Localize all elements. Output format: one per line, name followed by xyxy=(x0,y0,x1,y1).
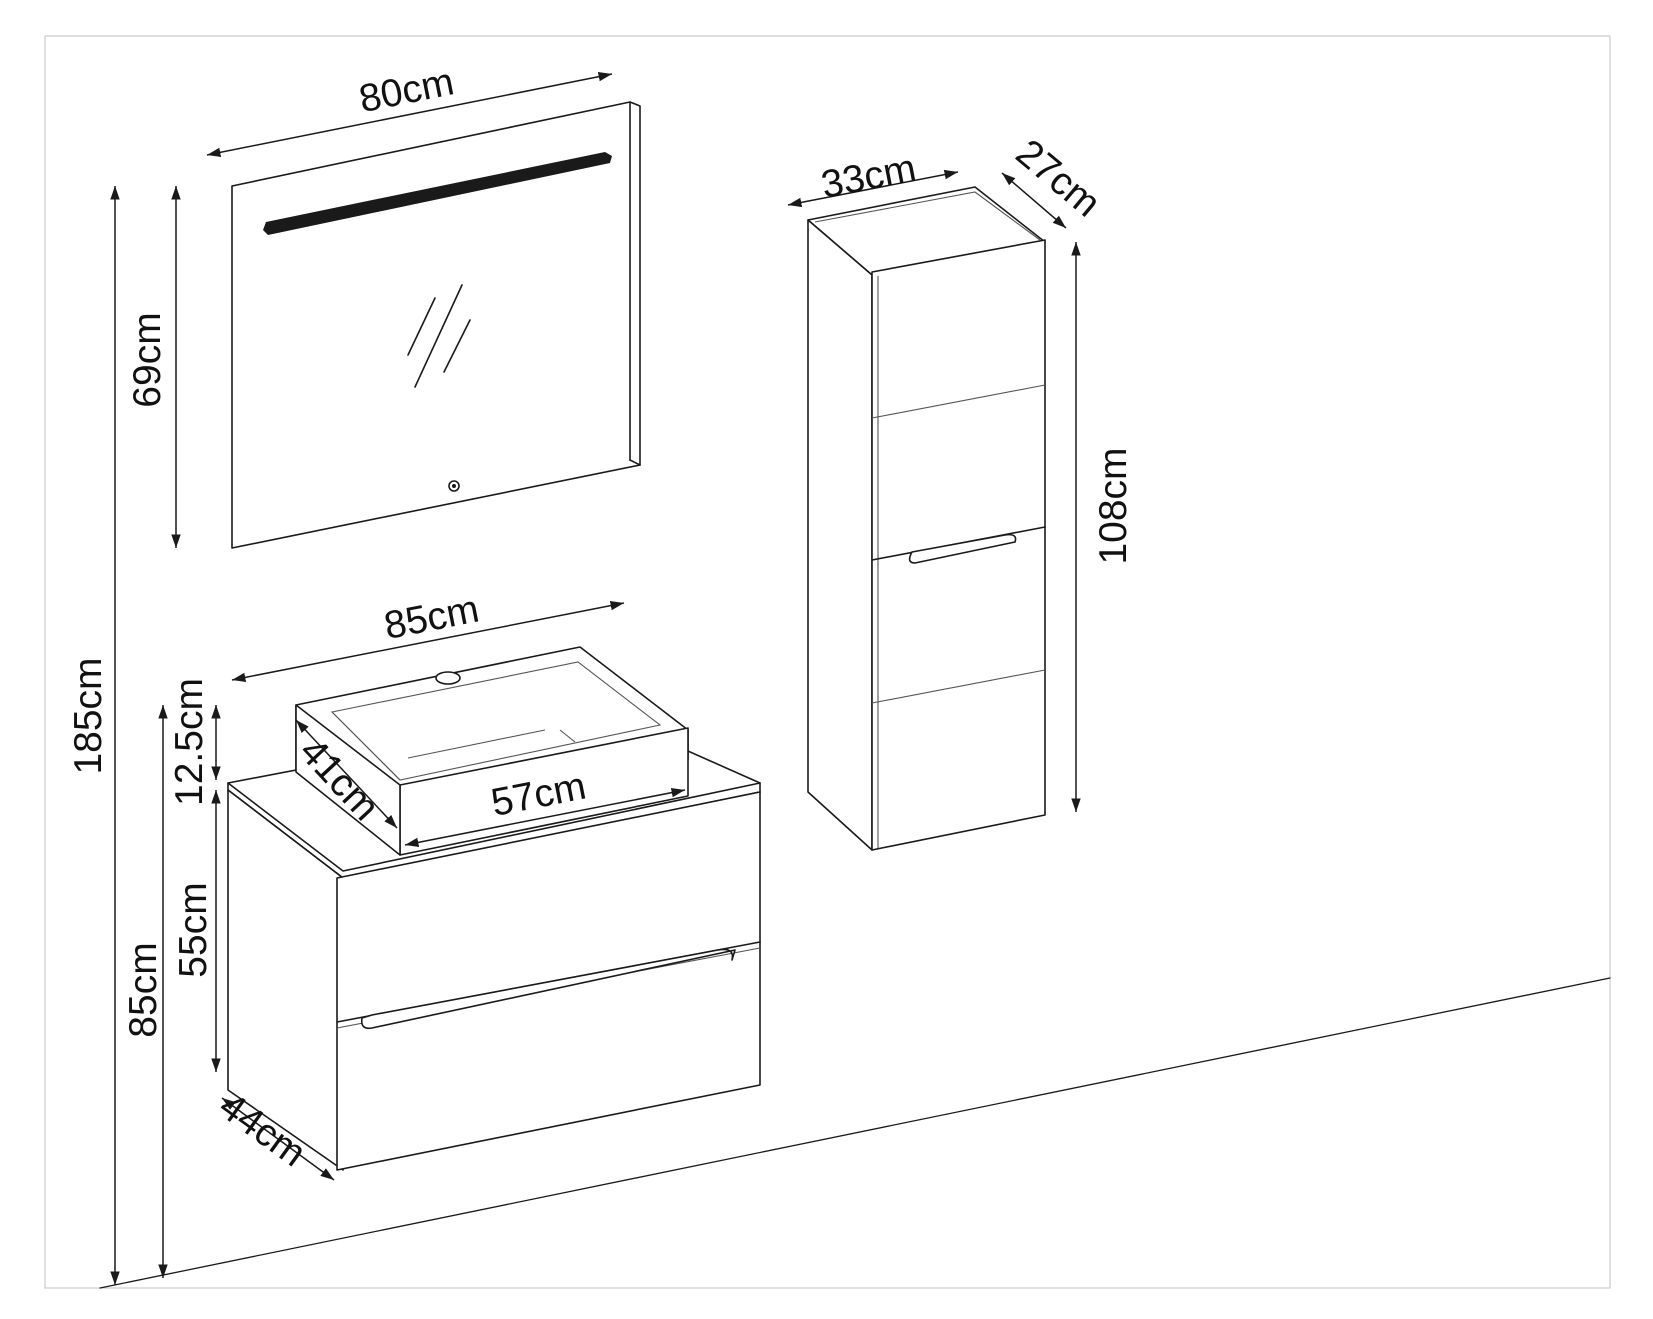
tall-column-cabinet xyxy=(807,186,1046,851)
dim-line-mirror-width xyxy=(206,72,613,157)
column-handle xyxy=(908,533,1017,564)
label-vanity-height: 85cm xyxy=(122,942,165,1037)
led-mirror xyxy=(231,101,641,549)
dim-line-column-width xyxy=(787,169,959,208)
drawing-frame xyxy=(44,35,1611,1289)
vanity-cabinet xyxy=(227,711,761,1171)
dim-line-basin-width xyxy=(404,787,686,848)
label-vanity-width: 85cm xyxy=(381,587,483,648)
dim-line-vanity-depth xyxy=(221,1097,335,1181)
tap-hole xyxy=(435,671,461,685)
touch-switch-icon xyxy=(448,480,460,492)
dim-line-column-depth xyxy=(1001,172,1067,229)
led-strip xyxy=(263,152,612,235)
dim-line-basin-depth xyxy=(295,719,398,829)
label-cabinet-height: 55cm xyxy=(172,882,215,977)
floor-line xyxy=(99,977,1611,1289)
label-basin-height: 12.5cm xyxy=(168,678,211,806)
label-mirror-width: 80cm xyxy=(356,60,458,121)
label-column-width: 33cm xyxy=(818,147,920,207)
label-mirror-height: 69cm xyxy=(126,312,169,407)
dim-line-vanity-width xyxy=(231,600,625,683)
label-column-depth: 27cm xyxy=(1008,131,1109,225)
drawer-handle xyxy=(360,948,736,1030)
label-total-height: 185cm xyxy=(67,657,110,774)
label-column-height: 108cm xyxy=(1092,447,1135,564)
